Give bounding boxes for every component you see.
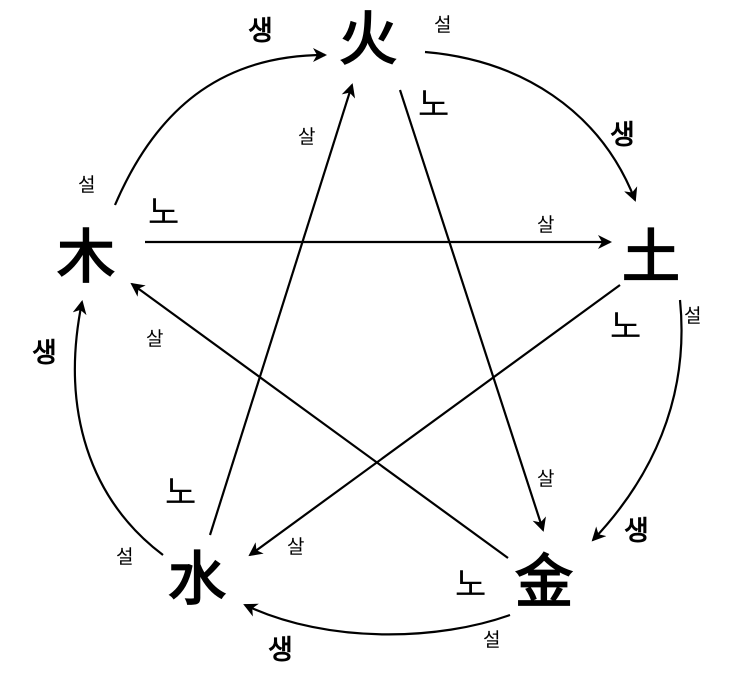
label-no-earth: 노 [610, 307, 642, 347]
label-seol-wood: 설 [78, 174, 96, 196]
arrow-fire-to-metal [398, 89, 546, 532]
label-sal-metal-wood: 살 [146, 328, 164, 350]
element-fire: 火 [339, 5, 398, 73]
arrow-water-to-wood [72, 300, 164, 556]
arrow-metal-to-wood [130, 282, 509, 559]
label-saeng-water-wood: 생 [32, 338, 57, 369]
label-saeng-metal-water: 생 [268, 635, 293, 666]
label-sal-water-fire: 살 [298, 126, 316, 148]
label-no-fire: 노 [418, 85, 450, 125]
element-metal: 金 [515, 548, 574, 616]
label-seol-water: 설 [116, 546, 134, 568]
label-sal-fire-metal: 살 [537, 468, 555, 490]
element-wood: 木 [57, 223, 116, 291]
element-earth: 土 [622, 223, 681, 291]
element-water: 水 [168, 545, 227, 613]
label-saeng-wood-fire: 생 [248, 16, 273, 47]
label-seol-fire: 설 [434, 14, 452, 36]
label-no-wood: 노 [148, 193, 180, 233]
label-sal-earth-water: 살 [287, 536, 305, 558]
label-saeng-fire-earth: 생 [610, 120, 635, 151]
arrow-wood-to-fire [113, 48, 327, 206]
arrow-water-to-fire [208, 83, 356, 536]
label-sal-wood-earth: 살 [537, 214, 555, 236]
arrow-fire-to-earth [424, 50, 638, 202]
label-no-water: 노 [165, 473, 197, 513]
label-seol-metal: 설 [483, 629, 501, 651]
arrow-earth-to-metal [591, 299, 683, 542]
arrow-earth-to-water [248, 284, 621, 557]
label-saeng-earth-metal: 생 [624, 516, 649, 547]
label-seol-earth: 설 [684, 305, 702, 327]
label-no-metal: 노 [455, 565, 487, 605]
arrow-metal-to-water [243, 603, 511, 636]
